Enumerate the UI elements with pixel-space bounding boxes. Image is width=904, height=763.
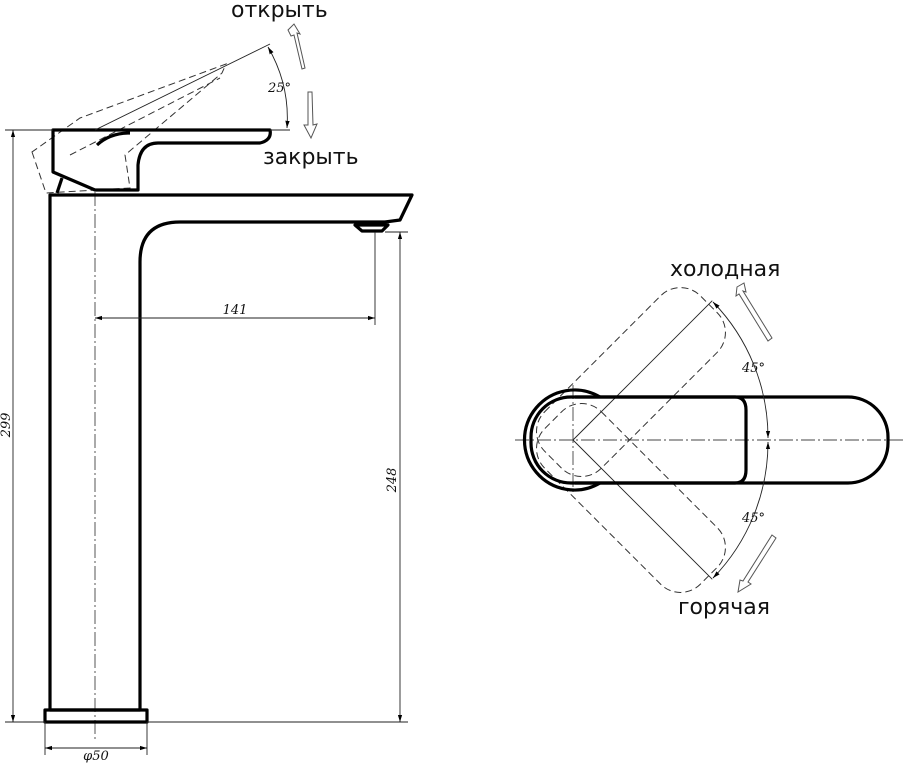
hot-arrow-icon	[737, 534, 777, 594]
faucet-base	[43, 708, 149, 724]
hot-lever-outline	[536, 403, 726, 593]
dim-spout-reach: 141	[223, 303, 248, 318]
side-view: 25° открыть закрыть 299 141 248 φ50	[0, 0, 414, 763]
faucet-body	[48, 193, 414, 712]
dim-base-diameter: φ50	[83, 749, 109, 763]
hot-angle-arc	[712, 441, 771, 579]
dim-total-height: 299	[0, 413, 14, 439]
aerator	[353, 223, 390, 233]
cold-lever-outline	[536, 287, 726, 477]
cold-angle-label: 45°	[741, 361, 765, 376]
close-label: закрыть	[263, 145, 359, 170]
angle-arc-25	[267, 46, 290, 129]
close-arrow-icon	[303, 91, 318, 140]
lever-angle-label: 25°	[267, 81, 291, 96]
open-label: открыть	[231, 0, 328, 23]
cold-arrow-icon	[735, 282, 773, 342]
lever-handle	[51, 128, 272, 192]
open-lever-outline	[31, 63, 227, 194]
dim-spout-height: 248	[385, 468, 400, 494]
cold-label: холодная	[670, 257, 780, 282]
faucet-body-circle	[522, 388, 601, 492]
lever-pivot	[55, 177, 64, 194]
hot-angle-label: 45°	[741, 511, 765, 526]
open-arrow-icon	[287, 23, 306, 70]
hot-label: горячая	[678, 595, 770, 620]
top-view: 45° 45° холодная горячая	[515, 257, 904, 620]
lever-groove	[95, 131, 131, 147]
cold-angle-arc	[712, 301, 771, 439]
